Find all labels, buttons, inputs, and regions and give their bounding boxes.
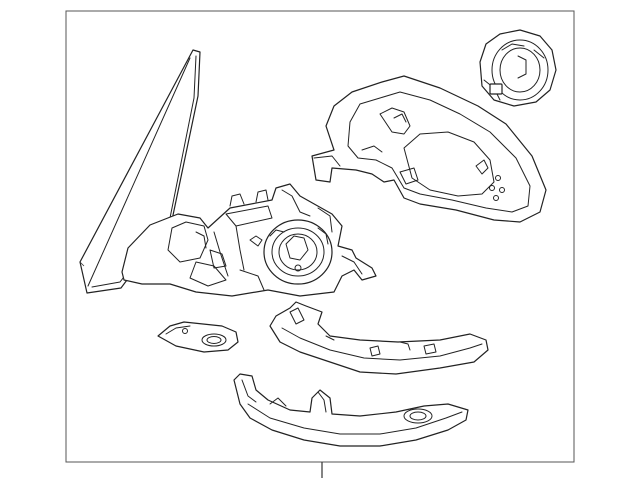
mirror-cover-cap	[311, 75, 547, 223]
lower-trim-cover	[233, 373, 469, 447]
seal-gasket	[157, 321, 239, 353]
mirror-motor	[479, 29, 557, 107]
turn-signal-lamp	[269, 301, 489, 375]
mirror-housing-assembly	[121, 183, 377, 297]
